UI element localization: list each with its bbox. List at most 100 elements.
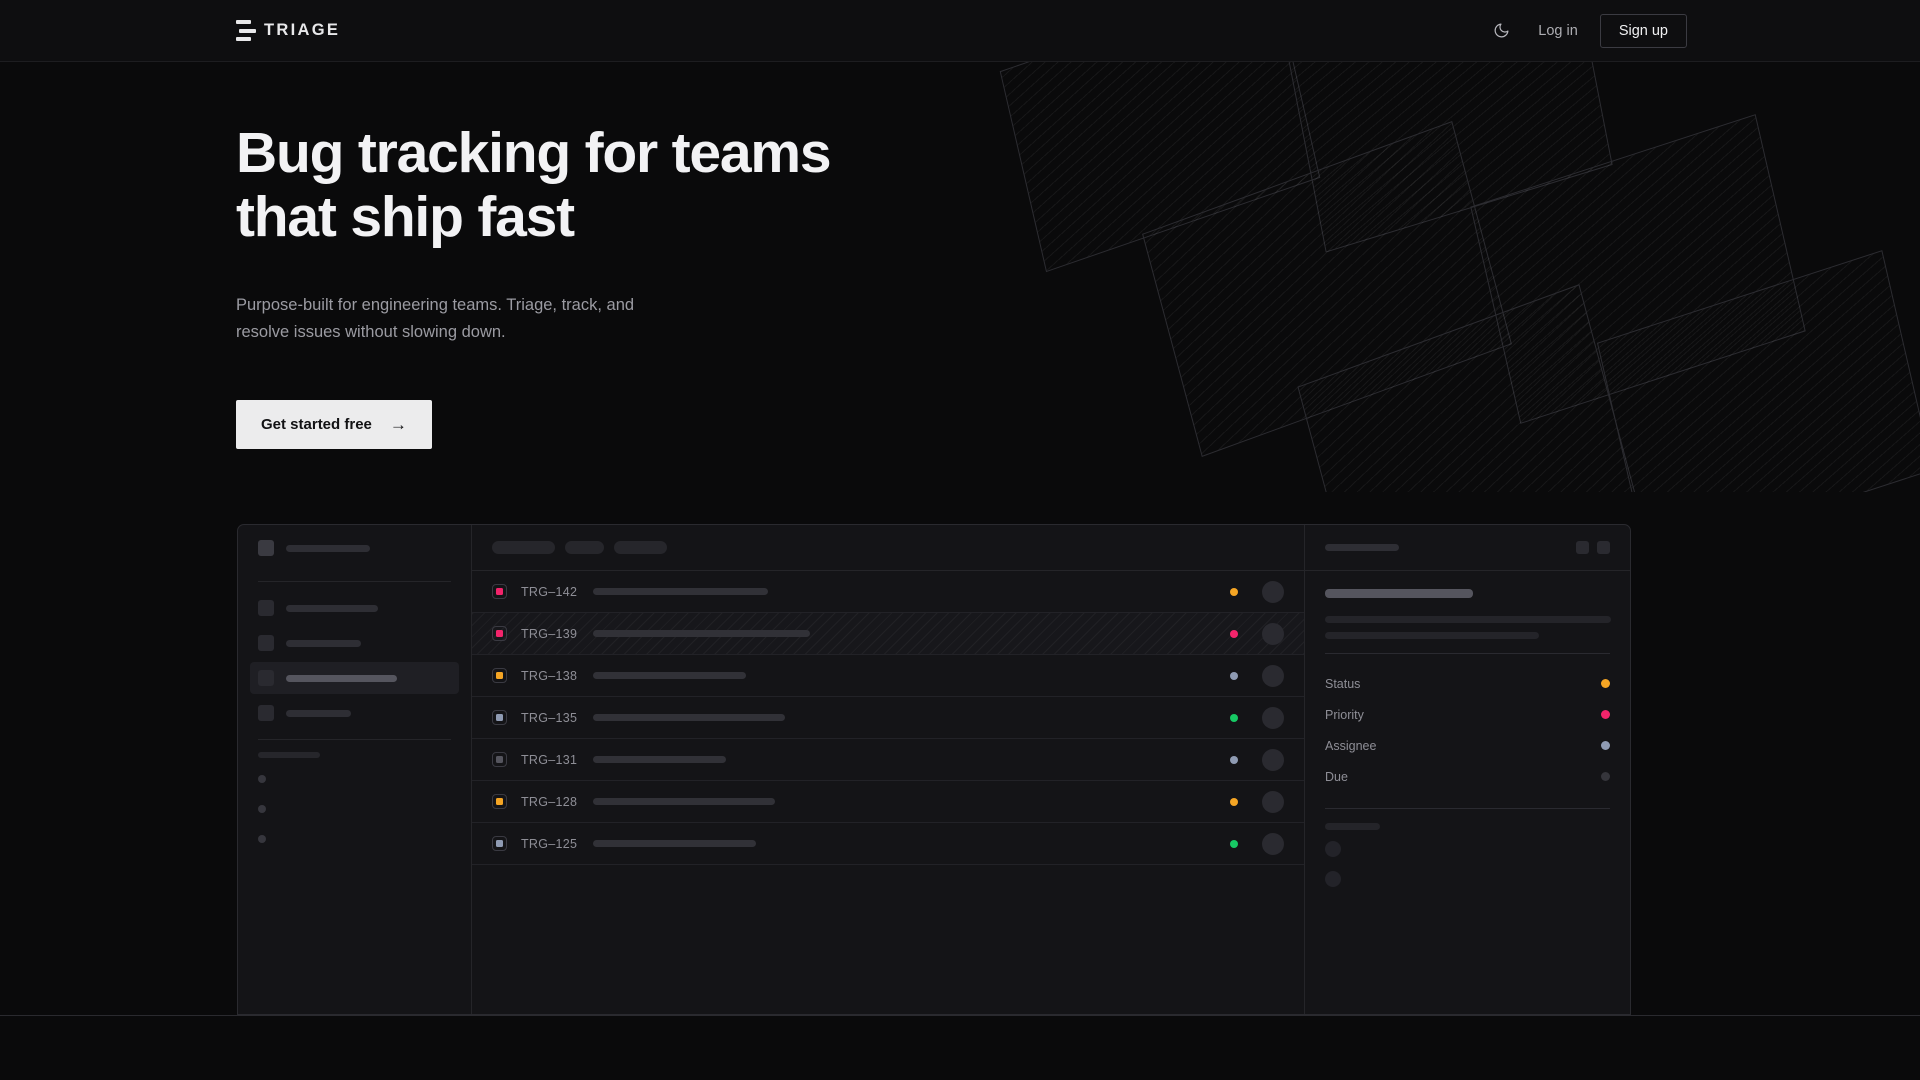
brand-name: TRIAGE [264, 21, 341, 39]
assignee-avatar[interactable] [1262, 790, 1284, 813]
detail-meta-value-dot [1601, 772, 1610, 781]
issue-row[interactable]: TRG–131 [472, 739, 1304, 781]
sidebar-project-item-1[interactable] [258, 794, 451, 824]
issue-status-dot [1230, 839, 1238, 848]
sidebar-divider-top [258, 581, 451, 582]
priority-badge-icon [492, 710, 507, 725]
sidebar-section-label-skeleton [258, 752, 320, 758]
workspace-square-icon [258, 540, 274, 556]
priority-badge-icon [492, 836, 507, 851]
arrow-right-icon: → [389, 415, 407, 435]
issue-title-skeleton [593, 756, 726, 763]
issue-row[interactable]: TRG–135 [472, 697, 1304, 739]
sidebar-nav-item-0[interactable] [250, 592, 459, 624]
nav-square-icon [258, 600, 274, 616]
detail-comment-item [1325, 864, 1610, 894]
detail-action-icon[interactable] [1597, 541, 1610, 554]
assignee-avatar[interactable] [1262, 580, 1284, 603]
detail-meta-row[interactable]: Priority [1325, 699, 1610, 730]
assignee-avatar[interactable] [1262, 664, 1284, 687]
headline-line-2: that ship fast [236, 184, 575, 249]
sidebar-nav-item-2[interactable] [250, 662, 459, 694]
issue-status-dot [1230, 713, 1238, 722]
issue-status-dot [1230, 629, 1238, 638]
theme-toggle-button[interactable] [1486, 16, 1516, 46]
issue-row[interactable]: TRG–142 [472, 571, 1304, 613]
sidebar-nav-label-skeleton [286, 674, 397, 682]
toolbar-filter-chip-1[interactable] [565, 541, 604, 554]
priority-badge-icon [492, 584, 507, 599]
assignee-avatar[interactable] [1262, 748, 1284, 771]
detail-comment-item [1325, 834, 1610, 864]
detail-action-icon[interactable] [1576, 541, 1589, 554]
preview-sidebar [238, 525, 472, 1014]
assignee-avatar[interactable] [1262, 832, 1284, 855]
detail-comments [1325, 834, 1610, 894]
assignee-avatar[interactable] [1262, 622, 1284, 645]
decor-slab [1297, 284, 1639, 492]
detail-meta-value-dot [1601, 741, 1610, 750]
hero-subhead: Purpose-built for engineering teams. Tri… [236, 292, 706, 346]
sidebar-divider-bottom [258, 739, 451, 740]
issue-list-toolbar [472, 525, 1304, 571]
toolbar-filter-chip-0[interactable] [492, 541, 555, 554]
detail-heading-skeleton [1325, 589, 1473, 598]
detail-header [1305, 525, 1630, 571]
detail-meta-label: Assignee [1325, 738, 1377, 753]
detail-meta-row[interactable]: Status [1325, 668, 1610, 699]
priority-badge-icon [492, 626, 507, 641]
detail-meta-row[interactable]: Assignee [1325, 730, 1610, 761]
issue-row[interactable]: TRG–138 [472, 655, 1304, 697]
toolbar-filter-chip-2[interactable] [614, 541, 667, 554]
login-link[interactable]: Log in [1538, 22, 1578, 39]
sidebar-nav-item-3[interactable] [250, 697, 459, 729]
assignee-avatar[interactable] [1262, 706, 1284, 729]
workspace-switcher[interactable] [258, 525, 451, 571]
issue-id: TRG–138 [521, 668, 578, 683]
detail-meta-label: Due [1325, 769, 1348, 784]
detail-meta-row[interactable]: Due [1325, 761, 1610, 792]
detail-text-skeleton [1325, 616, 1611, 623]
header-actions: Log in Sign up [1486, 13, 1687, 48]
workspace-name-skeleton [286, 544, 370, 552]
detail-meta-value-dot [1601, 710, 1610, 719]
sidebar-nav-label-skeleton [286, 604, 378, 612]
sidebar-nav-item-1[interactable] [250, 627, 459, 659]
issue-id: TRG–128 [521, 794, 578, 809]
nav-square-icon [258, 635, 274, 651]
issue-row[interactable]: TRG–139 [472, 613, 1304, 655]
decor-slab [1287, 62, 1613, 253]
detail-text-skeleton [1325, 632, 1539, 639]
issue-id: TRG–139 [521, 626, 578, 641]
issue-title-skeleton [593, 630, 810, 637]
detail-divider-2 [1325, 808, 1610, 809]
issue-title-skeleton [593, 714, 785, 721]
decor-slab [1142, 121, 1512, 457]
comment-avatar [1325, 841, 1341, 857]
sidebar-project-item-0[interactable] [258, 764, 451, 794]
issue-id: TRG–142 [521, 584, 578, 599]
priority-badge-icon [492, 794, 507, 809]
site-header: TRIAGE Log in Sign up [0, 0, 1920, 62]
get-started-button[interactable]: Get started free → [236, 400, 432, 450]
brand-logo[interactable]: TRIAGE [236, 20, 340, 41]
issue-row[interactable]: TRG–125 [472, 823, 1304, 865]
signup-button[interactable]: Sign up [1599, 13, 1687, 48]
issue-status-dot [1230, 797, 1238, 806]
triage-bars-icon [236, 20, 256, 41]
hero-section: Bug tracking for teams that ship fast Pu… [236, 121, 832, 450]
issue-title-skeleton [593, 840, 756, 847]
detail-title-skeleton [1325, 544, 1399, 551]
issue-row[interactable]: TRG–128 [472, 781, 1304, 823]
nav-square-icon [258, 670, 274, 686]
issue-title-skeleton [593, 672, 746, 679]
sidebar-project-item-2[interactable] [258, 824, 451, 854]
sidebar-nav-label-skeleton [286, 709, 351, 717]
issue-status-dot [1230, 755, 1238, 764]
